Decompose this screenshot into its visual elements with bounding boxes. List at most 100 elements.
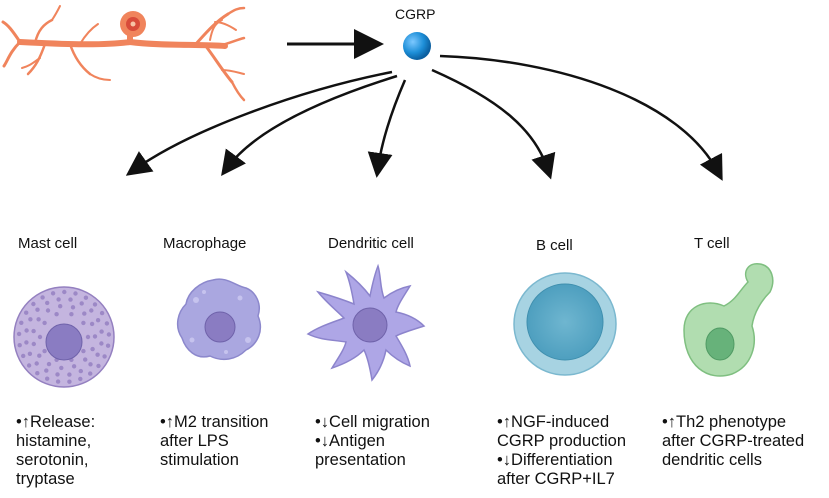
granule — [50, 291, 56, 296]
granule — [67, 379, 72, 384]
granule — [56, 297, 61, 302]
dendritic-cell-effects: •↓Cell migration •↓Antigen presentation — [315, 413, 430, 470]
granule — [28, 317, 33, 322]
effect-line: stimulation — [160, 451, 239, 469]
granule — [78, 376, 83, 382]
granule — [45, 300, 50, 306]
granule — [71, 364, 77, 369]
granule — [46, 361, 52, 367]
effect-line: •↑NGF-induced — [497, 413, 610, 431]
arrow-to-b-cell — [431, 68, 556, 180]
dendritic-cell-illustration — [306, 263, 426, 382]
arrow-to-mast-cell — [125, 70, 393, 176]
effect-line: after CGRP-treated — [662, 432, 805, 450]
granule — [92, 334, 98, 339]
granule — [19, 320, 24, 325]
arrow-to-dendritic-cell — [367, 79, 407, 178]
effect-line: histamine, — [16, 432, 92, 450]
granule — [106, 332, 112, 337]
granule — [88, 362, 93, 367]
effect-line: CGRP production — [497, 432, 627, 450]
arrow-to-t-cell — [439, 54, 723, 181]
granule — [104, 321, 110, 326]
granule — [42, 348, 47, 354]
granule — [82, 311, 87, 316]
granule — [92, 302, 98, 307]
effect-line: presentation — [315, 451, 406, 469]
effect-line: •↓Antigen — [315, 432, 385, 450]
t-cell-illustration — [683, 263, 774, 377]
granule — [62, 289, 67, 295]
cgrp-molecule-icon — [403, 32, 431, 60]
granule — [96, 363, 101, 369]
granule — [24, 340, 29, 345]
b-cell-effects: •↑NGF-induced CGRP production •↓Differen… — [497, 413, 626, 489]
effect-line: •↑Release: — [16, 413, 96, 431]
effect-line: after CGRP+IL7 — [497, 470, 615, 488]
granule — [37, 353, 42, 358]
granule — [79, 301, 84, 306]
granule — [81, 348, 86, 354]
granule — [73, 291, 78, 296]
granule — [40, 295, 45, 300]
granule — [45, 376, 50, 381]
granule — [105, 343, 111, 348]
granule — [70, 305, 76, 310]
granule — [83, 357, 88, 362]
effect-line: tryptase — [16, 470, 75, 488]
granule — [31, 341, 36, 347]
granule — [54, 312, 59, 317]
effect-line: •↑Th2 phenotype — [662, 413, 787, 431]
effect-line: •↑M2 transition — [160, 413, 269, 431]
granule — [35, 307, 40, 312]
effect-line: •↓Differentiation — [497, 451, 613, 469]
granule — [85, 334, 91, 340]
granule — [36, 317, 41, 322]
granule — [17, 343, 22, 348]
effect-line: serotonin, — [16, 451, 89, 469]
granule — [24, 310, 29, 315]
b-cell-illustration — [513, 272, 617, 376]
granule — [58, 304, 63, 309]
mast-cell-effects: •↑Release: histamine, serotonin, tryptas… — [16, 413, 95, 489]
granule — [95, 352, 100, 357]
macrophage-title: Macrophage — [163, 235, 247, 252]
granule — [59, 365, 64, 371]
b-cell-title: B cell — [536, 237, 573, 254]
granule — [89, 321, 95, 327]
mast-cell-title: Mast cell — [18, 235, 78, 252]
neuron-illustration — [1, 5, 246, 102]
granule — [31, 328, 36, 334]
granule — [88, 371, 93, 376]
granule — [67, 372, 72, 377]
granule — [37, 334, 43, 340]
granule — [99, 341, 104, 346]
effect-line: dendritic cells — [662, 451, 762, 469]
granule — [27, 351, 33, 356]
granule — [95, 318, 101, 323]
granule — [55, 379, 61, 384]
cgrp-label: CGRP — [395, 6, 436, 22]
effect-line: •↓Cell migration — [315, 413, 430, 431]
granule — [69, 312, 74, 317]
granule — [102, 354, 107, 359]
t-cell-effects: •↑Th2 phenotype after CGRP-treated dendr… — [662, 413, 804, 470]
macrophage-illustration — [176, 278, 262, 361]
granule — [68, 297, 73, 302]
granule — [42, 320, 47, 326]
arrow-to-macrophage — [221, 74, 398, 177]
granule — [26, 363, 32, 368]
granule — [99, 329, 104, 334]
mast-cell-illustration — [13, 286, 115, 388]
granule — [78, 368, 84, 374]
granule — [31, 301, 36, 307]
granule — [89, 308, 94, 313]
effect-line: after LPS — [160, 432, 229, 450]
granule — [34, 361, 39, 366]
neuron-nucleolus — [130, 21, 136, 27]
granule — [99, 310, 105, 316]
macrophage-effects: •↑M2 transition after LPS stimulation — [160, 413, 268, 470]
granule — [16, 331, 22, 337]
granule — [81, 320, 86, 326]
